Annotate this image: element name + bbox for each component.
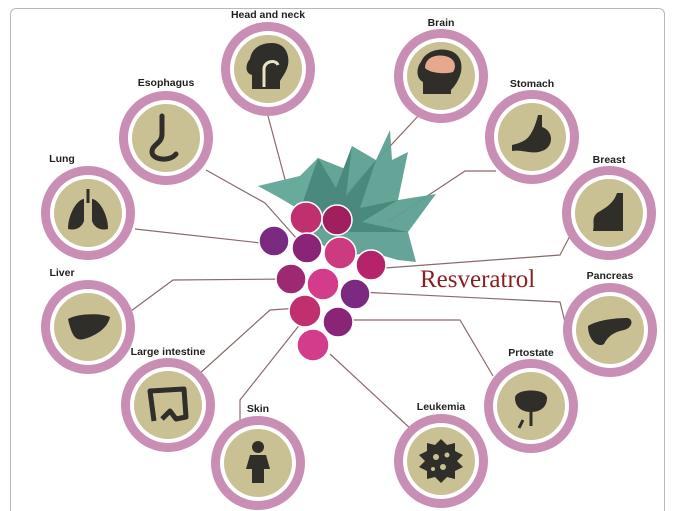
connector-breast bbox=[384, 231, 573, 269]
organ-label: Head and neck bbox=[231, 9, 305, 21]
grape-cluster bbox=[258, 201, 387, 362]
grape bbox=[321, 204, 353, 236]
grape bbox=[323, 236, 357, 270]
connector-prostate bbox=[340, 319, 494, 377]
pancreas-icon bbox=[588, 318, 632, 346]
organ-lung: Lung bbox=[41, 153, 135, 260]
grape bbox=[322, 306, 354, 338]
organ-large-intestine: Large intestine bbox=[121, 346, 215, 452]
grape bbox=[258, 225, 290, 257]
organ-label: Brain bbox=[428, 17, 455, 29]
grape bbox=[306, 267, 340, 301]
organ-label: Prtostate bbox=[508, 347, 554, 359]
grape bbox=[339, 278, 371, 310]
liver-icon bbox=[68, 314, 110, 340]
stomach-icon bbox=[512, 115, 551, 153]
prostate-icon bbox=[515, 390, 547, 429]
brain-icon bbox=[417, 49, 462, 94]
organ-breast: Breast bbox=[562, 154, 656, 260]
connector-liver bbox=[130, 278, 293, 312]
breast-icon bbox=[593, 193, 623, 231]
organ-label: Pancreas bbox=[587, 270, 634, 282]
organ-prostate: Prtostate bbox=[484, 347, 578, 453]
organ-label: Stomach bbox=[510, 78, 554, 90]
grape bbox=[288, 294, 322, 328]
organ-liver: Liver bbox=[41, 267, 135, 374]
connector-pancreas bbox=[359, 291, 568, 331]
leukemia-icon bbox=[419, 439, 463, 483]
organ-label: Lung bbox=[49, 153, 75, 165]
organ-head-and-neck: Head and neck bbox=[221, 9, 315, 116]
organ-label: Breast bbox=[593, 154, 626, 166]
organ-label: Skin bbox=[247, 403, 269, 415]
large-intestine-icon bbox=[147, 386, 189, 422]
grape bbox=[355, 249, 387, 281]
connector-leukemia bbox=[329, 353, 413, 431]
organ-stomach: Stomach bbox=[485, 78, 579, 184]
lung-icon bbox=[68, 189, 108, 230]
organ-leukemia: Leukemia bbox=[394, 401, 488, 508]
diagram-title: Resveratrol bbox=[420, 266, 535, 293]
organ-pancreas: Pancreas bbox=[563, 270, 657, 377]
grape bbox=[289, 201, 323, 235]
esophagus-icon bbox=[149, 113, 179, 162]
organ-label: Leukemia bbox=[417, 401, 466, 413]
head-neck-icon bbox=[246, 43, 289, 89]
skin-icon bbox=[246, 441, 270, 483]
grape bbox=[291, 232, 323, 264]
organ-label: Liver bbox=[49, 267, 74, 279]
organ-skin: Skin bbox=[211, 403, 305, 510]
organ-label: Esophagus bbox=[138, 77, 195, 89]
grape bbox=[275, 263, 307, 295]
organ-label: Large intestine bbox=[131, 346, 206, 358]
connector-lung bbox=[134, 228, 271, 245]
organ-esophagus: Esophagus bbox=[119, 77, 213, 185]
connector-esophagus bbox=[205, 169, 306, 249]
connector-large-intestine bbox=[197, 307, 301, 376]
grape bbox=[296, 328, 330, 362]
organ-brain: Brain bbox=[394, 17, 488, 123]
